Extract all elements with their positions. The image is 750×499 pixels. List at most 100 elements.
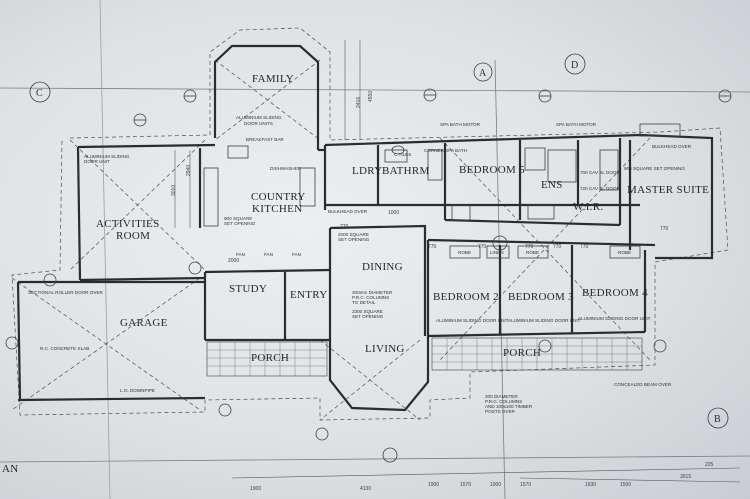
note-concealed-beam: CONCEALED BEAM OVER	[614, 382, 672, 387]
note-spa-bath-motor-1: SPA BATH MOTOR	[440, 122, 481, 127]
note-c-tiles: C.TILES	[394, 152, 411, 157]
room-label-activities: ACTIVITIES	[96, 218, 160, 230]
note-square-set-900-master: 900 SQUARE SET OPENING	[624, 166, 685, 171]
room-label-porch-right: PORCH	[503, 347, 541, 359]
dim-770-f: 770	[580, 244, 589, 250]
note-700-cav: 700 CAV SL DOOR	[580, 170, 621, 175]
section-markers	[5, 88, 732, 463]
dim-bottom-1: 1900	[250, 486, 261, 492]
grid-label-c: C	[36, 88, 43, 99]
room-label-living: LIVING	[365, 343, 405, 355]
note-garage-1: R.C. CONCRETE SLAB	[40, 346, 89, 351]
note-family-sliding-2: DOOR UNITS	[244, 121, 273, 126]
dim-bottom-6: 1570	[520, 482, 531, 488]
note-fan-1: FAN	[236, 252, 245, 257]
dim-bottom-3: 1900	[428, 482, 439, 488]
note-ss-columns-2: P.R.C. COLUMNS	[485, 399, 522, 404]
room-label-porch-left: PORCH	[251, 352, 289, 364]
note-bulkhead-over: BULKHEAD OVER	[328, 209, 368, 214]
dimension-lines	[174, 40, 741, 483]
note-sliding-b4: ALUMINIUM SLIDING DOOR UNIT	[578, 316, 651, 321]
note-spa-bath-motor-2: SPA BATH MOTOR	[556, 122, 597, 127]
note-robe-2: ROBE	[526, 250, 539, 255]
note-columns-2: P.R.C. COLUMNS	[352, 295, 389, 300]
room-label-activities-room: ROOM	[116, 230, 150, 242]
room-label-bedroom4: BEDROOM 4	[582, 287, 648, 299]
note-robe-1: ROBE	[458, 250, 471, 255]
note-garage-2: SECTIONAL ROLLER DOOR OVER	[28, 290, 104, 295]
room-label-ens: ENS	[541, 179, 563, 191]
note-set-opening: SET OPENING	[224, 221, 256, 226]
room-label-bedroom3: BEDROOM 3	[508, 291, 574, 303]
note-ss-columns-3: AND 100x100 TIMBER	[485, 404, 533, 409]
dim-bottom-9: 1630	[585, 482, 596, 488]
dim-bottom-4: 1570	[460, 482, 471, 488]
room-label-dining: DINING	[362, 261, 403, 273]
dim-770-c: 770	[478, 244, 487, 250]
dim-770-g: 770	[660, 226, 669, 232]
room-label-entry: ENTRY	[290, 289, 328, 301]
note-columns-1: 300mm DIAMETER	[352, 290, 393, 295]
note-robe-3: ROBE	[618, 250, 631, 255]
room-label-garage: GARAGE	[120, 317, 168, 329]
room-label-bedroom2: BEDROOM 2	[433, 291, 499, 303]
grid-marker-a: A	[473, 62, 493, 82]
note-garage-3: L.O. DOWNPIPE	[120, 388, 155, 393]
dim-1000: 1000	[388, 210, 399, 216]
dim-770-e: 770	[553, 244, 562, 250]
dim-bottom-10: 1500	[620, 482, 631, 488]
note-720-cav: 720 CAV SL DOOR	[580, 186, 621, 191]
room-label-wir: W.I.R.	[573, 201, 603, 213]
note-square-set-2000: 2000 SQUARE	[338, 232, 369, 237]
dim-bottom-5: 1000	[490, 482, 501, 488]
fixtures	[203, 123, 681, 259]
note-dishwasher: DISHWASHER	[270, 166, 302, 171]
note-family-sliding-1: ALUMINIUM SLIDING	[236, 115, 282, 120]
note-activities-sliding-2: DOOR UNIT	[84, 159, 110, 164]
dim-3010: 3010	[171, 185, 177, 196]
grid-marker-d: D	[564, 53, 586, 75]
note-square-set-2300: 2300 SQUARE	[352, 309, 383, 314]
dim-2000: 2000	[228, 258, 239, 264]
room-label-kitchen: KITCHEN	[252, 203, 302, 215]
grid-label-b: B	[714, 414, 721, 425]
dim-2416: 2416	[356, 97, 362, 108]
note-set-opening-2: SET OPENING	[338, 237, 370, 242]
dim-770-b: 770	[428, 244, 437, 250]
note-sliding-b3: ALUMINIUM SLIDING DOOR UNIT	[508, 318, 581, 323]
room-label-ldry: LDRY	[352, 165, 383, 177]
note-square-set-900: 900 SQUARE	[224, 216, 252, 221]
walls	[16, 44, 714, 412]
note-columns-3: TO DETAIL	[352, 300, 376, 305]
dim-4550: 4550	[368, 91, 374, 102]
dim-770-d: 770	[525, 244, 534, 250]
room-label-master-suite: MASTER SUITE	[627, 184, 709, 196]
note-activities-sliding-1: ALUMINIUM SLIDING	[84, 154, 130, 159]
grid-marker-b: B	[707, 407, 729, 429]
porch-tiles	[206, 337, 643, 377]
grid-label-a: A	[479, 68, 487, 79]
note-ss-columns-4: POSTS OVER	[485, 409, 516, 414]
note-corner-spa-bath: CORNER SPA BATH	[424, 148, 467, 153]
room-label-study: STUDY	[229, 283, 267, 295]
note-linen: LINEN	[490, 250, 504, 255]
note-fan-2: FAN	[264, 252, 273, 257]
room-label-country: COUNTRY	[251, 191, 306, 203]
grid-label-d: D	[571, 60, 578, 71]
dim-2940: 2940	[186, 165, 192, 176]
dim-bottom-2: 4130	[360, 486, 371, 492]
note-ss-columns-1: 200 DIAMETER	[485, 394, 518, 399]
note-sliding-b2: ALUMINIUM SLIDING DOOR UNIT	[436, 318, 509, 323]
room-label-bedroom5: BEDROOM 5	[459, 164, 525, 176]
note-set-opening-3: SET OPENING	[352, 314, 384, 319]
note-fan-3: FAN	[292, 252, 301, 257]
dim-bottom-8: 225	[705, 462, 714, 468]
note-breakfast-bar: BREAKFAST BAR	[246, 137, 284, 142]
note-bulkhead-over-master: BULKHEAD OVER	[652, 144, 692, 149]
dim-770-a: 770	[340, 224, 349, 230]
room-label-family: FAMILY	[252, 73, 294, 85]
corner-text: AN	[2, 463, 19, 475]
